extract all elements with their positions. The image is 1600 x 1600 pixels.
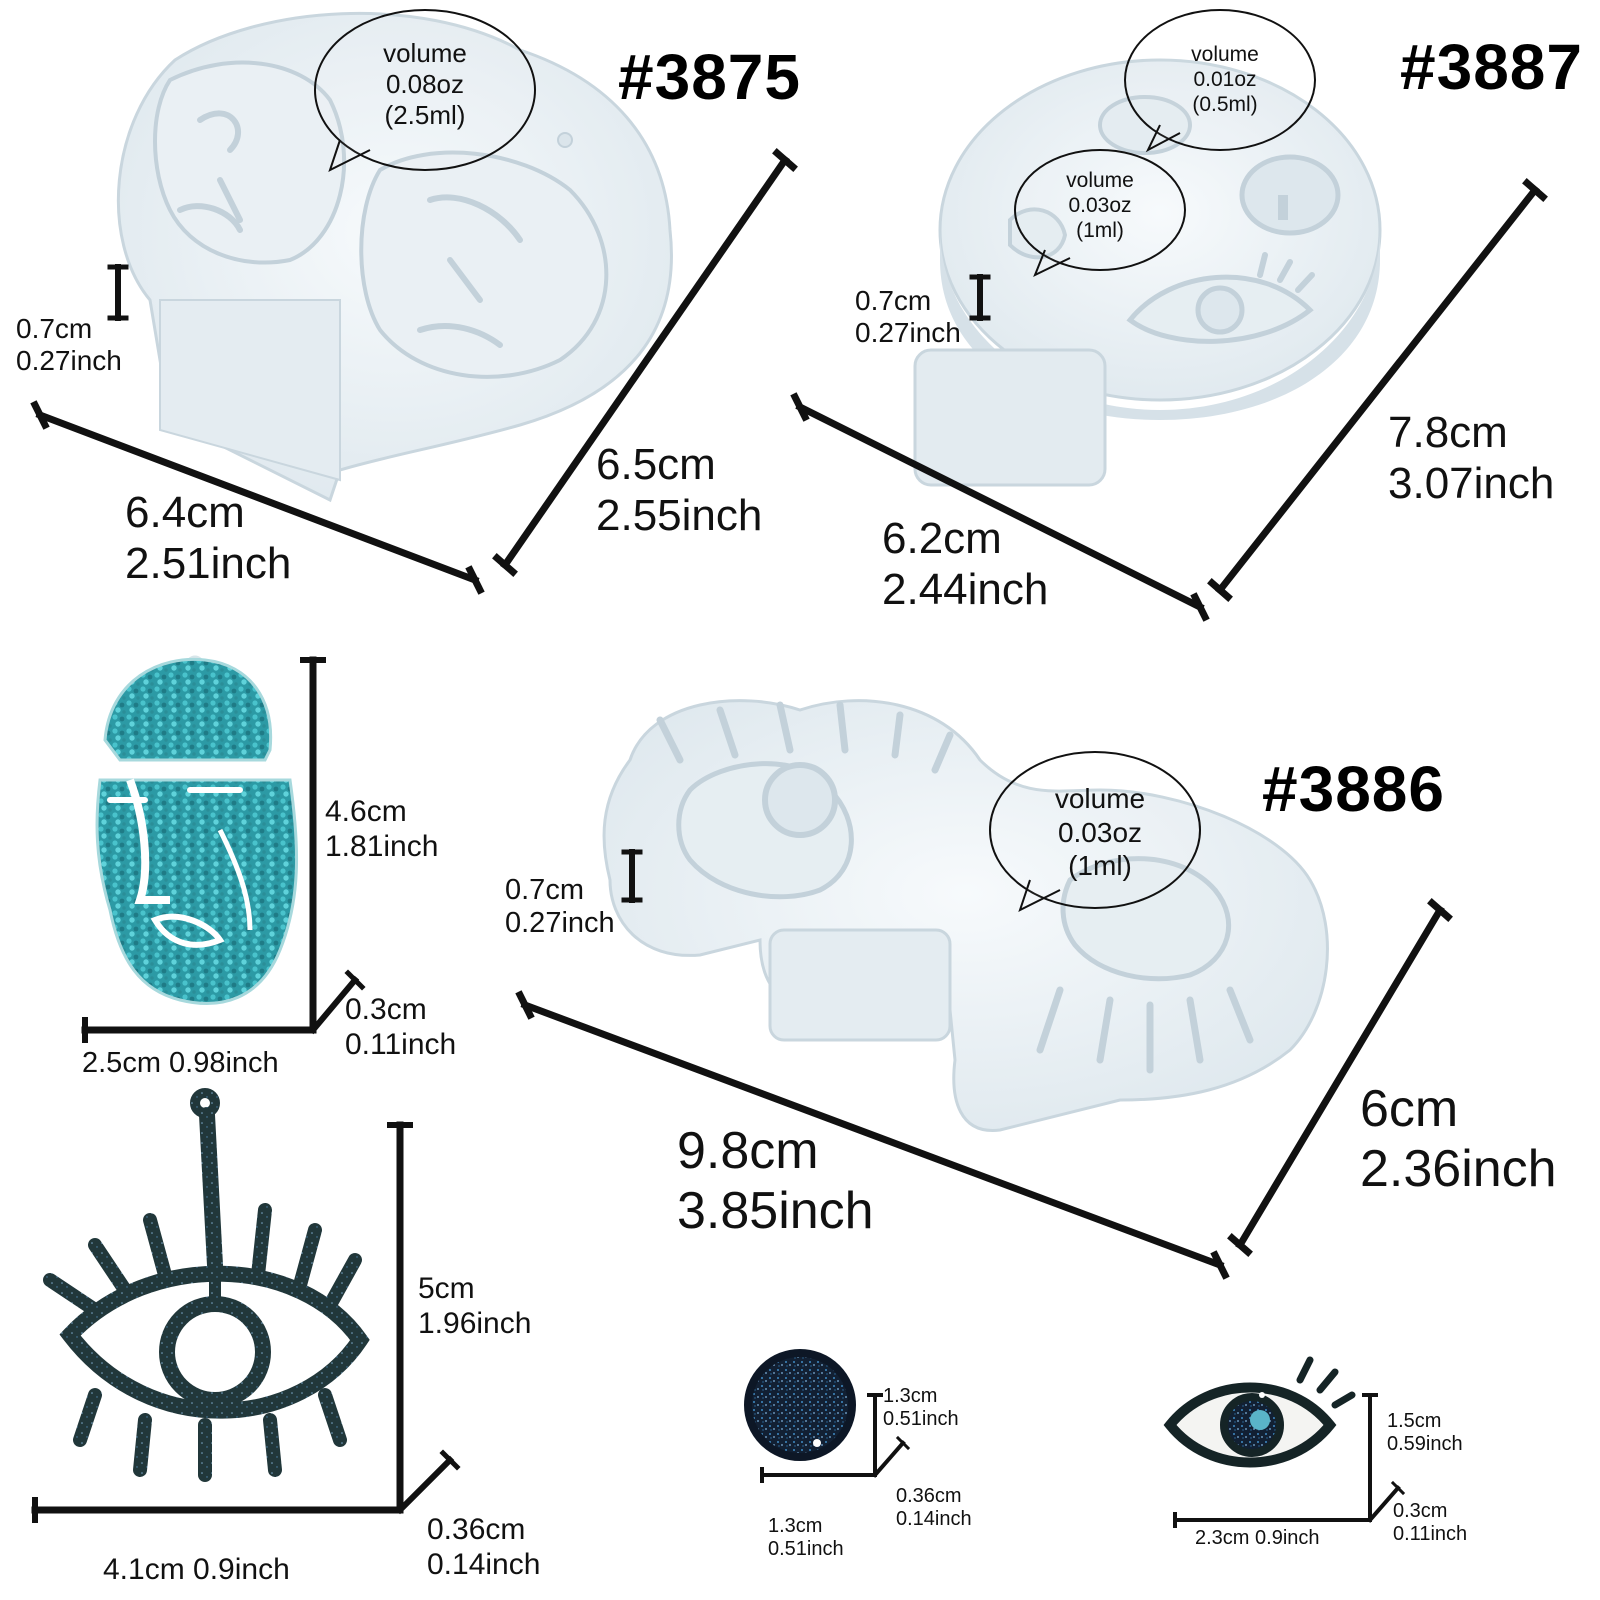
width-label-3886: 9.8cm 3.85inch (677, 1122, 874, 1240)
eye-depth-label: 0.36cm 0.14inch (427, 1513, 541, 1581)
face-height-label: 4.6cm 1.81inch (325, 795, 439, 863)
model-number-3875: #3875 (618, 41, 801, 113)
volume-bubble-3887-top (1124, 9, 1316, 153)
height-label-3886: 6cm 2.36inch (1360, 1080, 1557, 1198)
face-depth-label: 0.3cm 0.11inch (345, 993, 457, 1061)
thickness-label-3875: 0.7cm 0.27inch (16, 313, 122, 377)
eye-lashes-pendant (43, 1088, 370, 1482)
height-label-3887: 7.8cm 3.07inch (1388, 408, 1555, 508)
face-pendant (95, 655, 299, 1005)
round-width-label: 1.3cm 0.51inch (768, 1515, 844, 1560)
thickness-label-3887: 0.7cm 0.27inch (855, 285, 961, 349)
volume-text-3887-bottom: volume 0.03oz (1ml) (1066, 169, 1134, 243)
width-label-3875: 6.4cm 2.51inch (125, 488, 292, 588)
small-eye-pendant (1163, 1356, 1356, 1468)
small-eye-height-label: 1.5cm 0.59inch (1387, 1410, 1463, 1455)
round-depth-label: 0.36cm 0.14inch (896, 1485, 972, 1530)
volume-bubble-3875 (314, 9, 536, 172)
face-width-label: 2.5cm 0.98inch (82, 1047, 279, 1079)
round-pendant (744, 1349, 856, 1461)
round-height-label: 1.3cm 0.51inch (883, 1385, 959, 1430)
model-number-3886: #3886 (1262, 753, 1445, 825)
small-eye-depth-label: 0.3cm 0.11inch (1393, 1500, 1468, 1545)
volume-text-3887-top: volume 0.01oz (0.5ml) (1191, 43, 1259, 117)
width-label-3887: 6.2cm 2.44inch (882, 514, 1049, 614)
volume-bubble-3886 (989, 751, 1201, 912)
eye-height-label: 5cm 1.96inch (418, 1272, 532, 1340)
volume-text-3886: volume 0.03oz (1ml) (1054, 783, 1146, 882)
volume-text-3875: volume 0.08oz (2.5ml) (383, 38, 467, 131)
mold-3875 (116, 11, 673, 503)
thickness-label-3886: 0.7cm 0.27inch (505, 874, 615, 940)
eye-width-label: 4.1cm 0.9inch (103, 1553, 290, 1586)
dimension-lines (30, 148, 1548, 1528)
height-label-3875: 6.5cm 2.55inch (596, 440, 763, 540)
model-number-3887: #3887 (1400, 31, 1583, 103)
volume-bubble-3887-bottom (1014, 149, 1186, 278)
mold-3886 (602, 699, 1329, 1132)
small-eye-width-label: 2.3cm 0.9inch (1195, 1527, 1320, 1549)
